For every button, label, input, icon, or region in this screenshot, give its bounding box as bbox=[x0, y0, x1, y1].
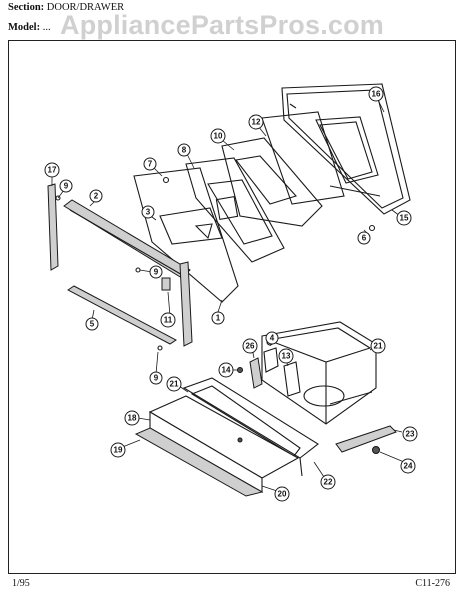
door-handle bbox=[63, 199, 191, 279]
callout-10-top-text: 10 bbox=[214, 132, 223, 141]
callout-15: 15 bbox=[396, 210, 412, 226]
callout-20-text: 20 bbox=[278, 490, 287, 499]
model-label: Model: bbox=[8, 22, 41, 33]
callout-3: 3 bbox=[141, 205, 155, 219]
callout-7: 7 bbox=[143, 157, 157, 171]
callout-23: 21 bbox=[370, 338, 386, 354]
callout-26: 26 bbox=[242, 338, 258, 354]
callout-2-text: 2 bbox=[94, 192, 99, 201]
callout-13: 13 bbox=[278, 348, 294, 364]
callout-21: 21 bbox=[166, 376, 182, 392]
model-header: Model: ... bbox=[8, 22, 51, 33]
callout-9-mid: 9 bbox=[149, 265, 163, 279]
callout-22-text: 22 bbox=[324, 478, 333, 487]
diagram-frame bbox=[8, 40, 456, 574]
side-trim-right bbox=[179, 261, 193, 347]
model-value: ... bbox=[42, 22, 51, 33]
footer-date: 1/95 bbox=[12, 578, 30, 589]
callout-24-text: 23 bbox=[406, 430, 415, 439]
callout-18-text: 18 bbox=[128, 414, 137, 423]
callout-9-top: 9 bbox=[59, 179, 73, 193]
callout-24: 23 bbox=[402, 426, 418, 442]
callout-9-mid-text: 9 bbox=[154, 268, 159, 277]
callout-3-text: 3 bbox=[146, 208, 151, 217]
side-trim-left bbox=[47, 183, 59, 271]
drawer-body bbox=[261, 321, 377, 425]
callout-8: 8 bbox=[177, 143, 191, 157]
callout-2: 2 bbox=[89, 189, 103, 203]
callout-17-text: 17 bbox=[48, 166, 57, 175]
drawer-slide bbox=[335, 425, 397, 454]
drawer-front-frame bbox=[182, 377, 319, 477]
callout-9-low: 9 bbox=[149, 371, 163, 385]
callout-1: 1 bbox=[211, 311, 225, 325]
drawer-front-panel bbox=[134, 395, 300, 497]
callout-5-text: 5 bbox=[90, 320, 95, 329]
callout-10-top: 10 bbox=[210, 128, 226, 144]
bottom-trim bbox=[67, 285, 177, 345]
callout-6: 6 bbox=[357, 231, 371, 245]
callout-23-text: 21 bbox=[374, 342, 383, 351]
callout-11-text: 11 bbox=[164, 316, 173, 325]
door-liner-frame bbox=[185, 157, 285, 263]
callout-22: 22 bbox=[320, 474, 336, 490]
callout-13-text: 13 bbox=[282, 352, 291, 361]
section-label: Section: bbox=[8, 2, 45, 13]
door-outer-frame bbox=[281, 83, 411, 215]
callout-14: 14 bbox=[218, 362, 234, 378]
callout-12-text: 12 bbox=[252, 118, 261, 127]
callout-21-text: 21 bbox=[170, 380, 179, 389]
callout-25-text: 24 bbox=[404, 462, 413, 471]
callout-4: 4 bbox=[265, 331, 279, 345]
callout-20: 20 bbox=[274, 486, 290, 502]
callout-19: 19 bbox=[110, 442, 126, 458]
callout-7-text: 7 bbox=[148, 160, 153, 169]
callout-16: 16 bbox=[368, 86, 384, 102]
callout-6-text: 6 bbox=[362, 234, 367, 243]
section-header: Section: DOOR/DRAWER bbox=[8, 2, 124, 13]
callout-9-top-text: 9 bbox=[64, 182, 69, 191]
inner-door-panel bbox=[221, 137, 323, 227]
watermark: AppliancePartsPros.com bbox=[60, 10, 385, 40]
callout-25: 24 bbox=[400, 458, 416, 474]
callout-5: 5 bbox=[85, 317, 99, 331]
callout-16-text: 16 bbox=[372, 90, 381, 99]
window-glass bbox=[261, 111, 345, 205]
callout-11: 11 bbox=[160, 312, 176, 328]
callout-19-text: 19 bbox=[114, 446, 123, 455]
callout-17: 17 bbox=[44, 162, 60, 178]
callout-18: 18 bbox=[124, 410, 140, 426]
callout-1-text: 1 bbox=[216, 314, 221, 323]
footer-page-code: C11-276 bbox=[415, 578, 450, 589]
callout-12: 12 bbox=[248, 114, 264, 130]
callout-26-text: 26 bbox=[246, 342, 255, 351]
callout-15-text: 15 bbox=[400, 214, 409, 223]
outer-door-panel bbox=[133, 167, 239, 303]
callout-4-text: 4 bbox=[270, 334, 275, 343]
callout-9-low-text: 9 bbox=[154, 374, 159, 383]
section-value: DOOR/DRAWER bbox=[46, 2, 125, 13]
callout-14-text: 14 bbox=[222, 366, 231, 375]
callout-8-text: 8 bbox=[182, 146, 187, 155]
